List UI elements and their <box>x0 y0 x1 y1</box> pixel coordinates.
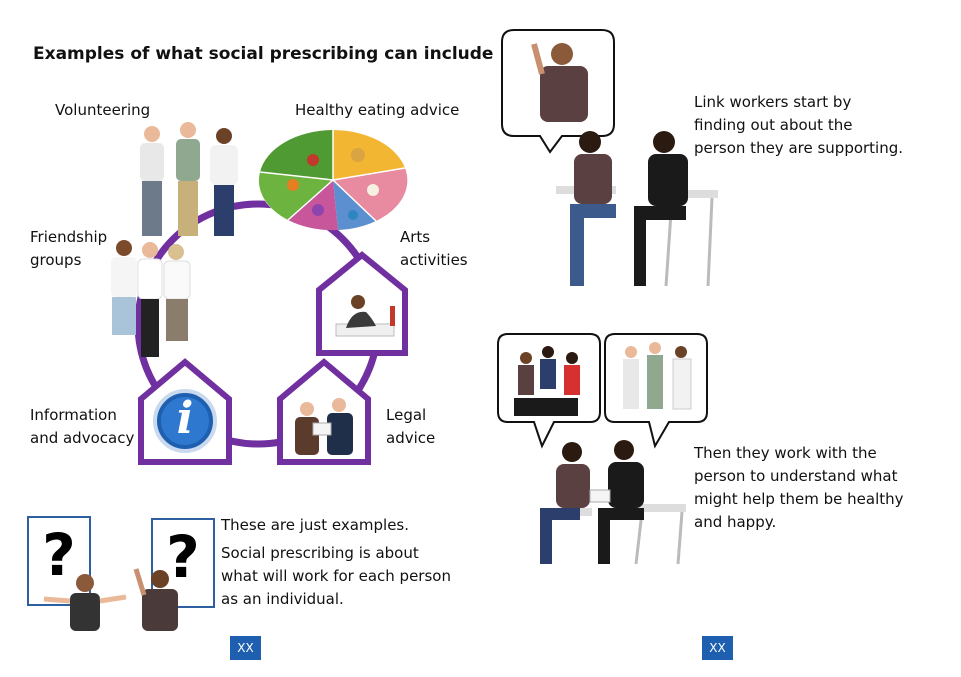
information-icon: i <box>176 393 194 444</box>
label-information-1: Information <box>30 406 117 424</box>
speech-bubble-volunteers <box>604 333 708 449</box>
friendship-group-illustration <box>111 240 191 357</box>
label-friendship-1: Friendship <box>30 228 108 246</box>
working-together-illustration <box>540 440 686 565</box>
label-information-2: and advocacy <box>30 429 135 447</box>
speech-bubble-group <box>497 333 601 449</box>
label-friendship-2: groups <box>30 251 82 269</box>
label-legal-2: advice <box>386 429 436 447</box>
note-individual: Social prescribing is about what will wo… <box>221 544 451 608</box>
legal-advice-house <box>277 358 371 465</box>
page-number-right: XX <box>702 636 733 660</box>
volunteers-illustration <box>140 122 238 236</box>
note-examples: These are just examples. <box>221 516 410 534</box>
label-volunteering: Volunteering <box>55 101 151 119</box>
information-house <box>138 358 232 465</box>
label-legal-1: Legal <box>386 406 427 424</box>
eatwell-plate-icon <box>258 130 408 231</box>
question-frame-left <box>27 516 91 606</box>
label-healthy-eating: Healthy eating advice <box>295 101 460 119</box>
page-number-left: XX <box>230 636 261 660</box>
thinking-people-illustration <box>43 568 178 631</box>
understand-needs-text: Then they work with the person to unders… <box>694 444 904 531</box>
arts-activities-house <box>316 251 408 356</box>
speech-bubble-top <box>501 29 615 154</box>
page-title: Examples of what social prescribing can … <box>33 44 494 64</box>
question-mark-icon-left: ? <box>42 521 76 589</box>
label-arts-2: activities <box>400 251 468 269</box>
link-worker-meeting-illustration <box>556 131 718 287</box>
label-arts-1: Arts <box>400 228 431 246</box>
question-mark-icon-right: ? <box>166 523 200 591</box>
link-worker-text: Link workers start by finding out about … <box>694 93 904 157</box>
